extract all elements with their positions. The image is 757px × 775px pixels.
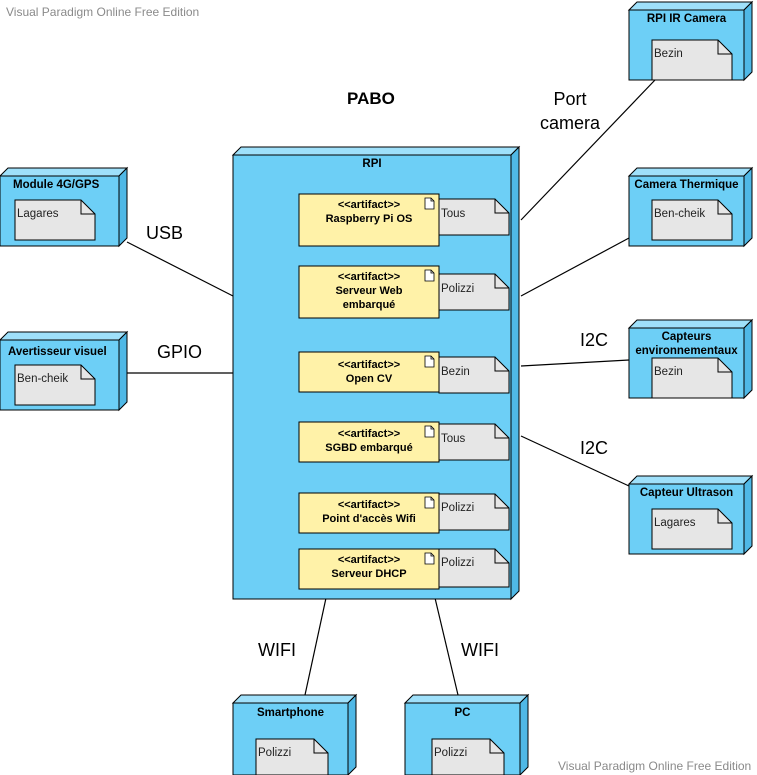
artifact-box-4 <box>298 492 440 534</box>
artifact-stereotype: <<artifact>> <box>337 428 401 440</box>
connector-wifi-pc <box>434 597 459 696</box>
connector-port-camera <box>520 79 656 221</box>
artifact-box-1 <box>298 265 440 319</box>
artifact-box-0 <box>298 193 440 247</box>
artifact-stereotype: <<artifact>> <box>337 199 401 211</box>
artifact-label-sgbd: <<artifact>> SGBD embarqué <box>299 427 439 455</box>
artifact-label-point-acces: <<artifact>> Point d'accès Wifi <box>299 498 439 526</box>
note-rpi-ir-camera <box>651 39 733 81</box>
connection-label-port-camera: Port camera <box>539 89 601 133</box>
watermark-top: Visual Paradigm Online Free Edition <box>6 5 200 19</box>
note-smartphone <box>255 738 329 775</box>
artifact-name: Serveur Web embarqué <box>335 285 403 311</box>
connector-wifi-smartphone <box>304 597 327 696</box>
artifact-label-serveur-dhcp: <<artifact>> Serveur DHCP <box>299 553 439 581</box>
node-title-camera-thermique: Camera Thermique <box>634 179 739 191</box>
node-title-capteurs-environnementaux: Capteurs environnementaux <box>635 331 738 357</box>
node-title-smartphone: Smartphone <box>256 707 325 719</box>
connector-i2c-ultrason <box>520 435 630 487</box>
connection-label-wifi-2: WIFI <box>461 640 499 660</box>
artifact-note-open-cv: Bezin <box>441 366 470 378</box>
watermark-bottom: Visual Paradigm Online Free Edition <box>558 759 752 773</box>
node-note-pc: Polizzi <box>434 747 468 759</box>
note-capteur-ultrason <box>651 508 733 550</box>
artifact-stereotype: <<artifact>> <box>337 499 401 511</box>
artifact-box-2 <box>298 351 440 393</box>
connector-camera-thermique <box>520 237 630 297</box>
node-note-camera-thermique: Ben-cheik <box>654 208 706 220</box>
artifact-stereotype: <<artifact>> <box>337 554 401 566</box>
note-camera-thermique <box>651 199 733 241</box>
node-note-capteur-ultrason: Lagares <box>654 517 696 529</box>
artifact-label-raspberry-pi-os: <<artifact>> Raspberry Pi OS <box>299 198 439 226</box>
artifact-name: Raspberry Pi OS <box>325 213 413 225</box>
artifact-box-5 <box>298 548 440 590</box>
node-note-rpi-ir-camera: Bezin <box>654 48 683 60</box>
node-title-avertisseur-visuel: Avertisseur visuel <box>8 346 107 358</box>
node-note-smartphone: Polizzi <box>258 747 292 759</box>
note-avertisseur-visuel <box>14 364 96 406</box>
connector-i2c-capteurs <box>520 359 630 367</box>
artifact-label-open-cv: <<artifact>> Open CV <box>299 358 439 386</box>
artifact-name: SGBD embarqué <box>325 442 413 454</box>
rpi-node-label: RPI <box>362 158 382 170</box>
node-note-capteurs-environnementaux: Bezin <box>654 366 683 378</box>
connection-label-gpio: GPIO <box>157 342 203 362</box>
artifact-stereotype: <<artifact>> <box>337 271 401 283</box>
connection-label-i2c-1: I2C <box>580 330 609 350</box>
node-title-rpi-ir-camera: RPI IR Camera <box>646 13 727 25</box>
artifact-note-point-acces: Polizzi <box>441 502 475 514</box>
note-capteurs-environnementaux <box>651 357 733 399</box>
artifact-note-serveur-web: Polizzi <box>441 283 475 295</box>
node-title-pc: PC <box>454 707 471 719</box>
artifact-name: Serveur DHCP <box>331 568 407 580</box>
connector-lines <box>126 79 656 696</box>
artifact-note-serveur-dhcp: Polizzi <box>441 557 475 569</box>
connector-usb <box>126 241 234 297</box>
artifact-name: Point d'accès Wifi <box>322 513 416 525</box>
artifact-label-serveur-web: <<artifact>> Serveur Web embarqué <box>299 270 439 312</box>
connection-label-wifi-1: WIFI <box>258 640 296 660</box>
note-module-4g-gps <box>14 199 96 241</box>
node-note-avertisseur-visuel: Ben-cheik <box>17 373 69 385</box>
connection-label-usb: USB <box>146 223 184 243</box>
connection-label-i2c-2: I2C <box>580 438 609 458</box>
node-title-module-4g-gps: Module 4G/GPS <box>13 179 100 191</box>
artifact-note-sgbd: Tous <box>441 433 466 445</box>
artifact-note-raspberry-pi-os: Tous <box>441 208 466 220</box>
node-note-module-4g-gps: Lagares <box>17 208 59 220</box>
artifact-name: Open CV <box>345 373 393 385</box>
artifact-stereotype: <<artifact>> <box>337 359 401 371</box>
artifact-box-3 <box>298 421 440 463</box>
node-title-capteur-ultrason: Capteur Ultrason <box>639 487 734 499</box>
note-pc <box>431 738 505 775</box>
diagram-title: PABO <box>347 89 395 108</box>
